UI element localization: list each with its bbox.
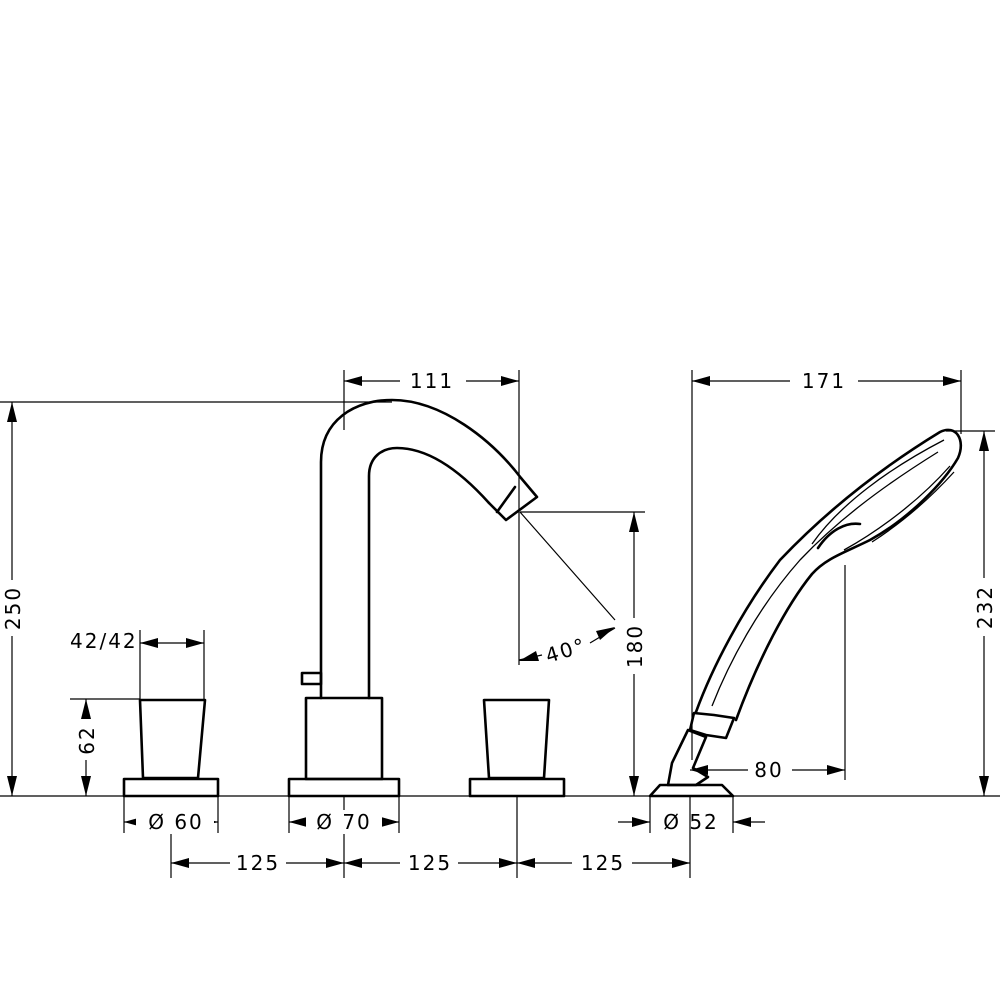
dim-180: 180 <box>623 512 647 796</box>
label-171: 171 <box>802 369 846 393</box>
dim-40-deg: 40° <box>518 627 616 668</box>
label-232: 232 <box>973 585 997 629</box>
dim-dia-52: Ø 52 <box>618 810 765 834</box>
spout <box>287 398 539 798</box>
dim-80: 80 <box>690 758 845 782</box>
dim-dia-70: Ø 70 <box>289 810 399 834</box>
label-250: 250 <box>1 586 25 630</box>
label-dia-60: Ø 60 <box>148 810 204 834</box>
dim-111: 111 <box>344 369 519 393</box>
dim-62: 62 <box>75 699 99 796</box>
label-125-c: 125 <box>581 851 625 875</box>
label-dia-52: Ø 52 <box>663 810 719 834</box>
dim-250: 250 <box>1 402 25 796</box>
left-handle <box>122 698 220 798</box>
dim-232: 232 <box>973 431 997 796</box>
dim-125-c: 125 <box>517 851 690 875</box>
label-40-deg: 40° <box>543 633 590 668</box>
extension-lines <box>0 370 995 878</box>
label-62: 62 <box>75 725 99 754</box>
dim-42-42: 42/42 <box>70 629 204 653</box>
right-handle <box>468 698 566 798</box>
label-80: 80 <box>754 758 783 782</box>
label-180: 180 <box>623 624 647 668</box>
hand-shower <box>648 428 963 798</box>
label-111: 111 <box>410 369 454 393</box>
label-42-42: 42/42 <box>70 629 138 653</box>
label-125-b: 125 <box>408 851 452 875</box>
label-125-a: 125 <box>236 851 280 875</box>
dim-dia-60: Ø 60 <box>124 810 218 834</box>
dim-171: 171 <box>692 369 961 393</box>
label-dia-70: Ø 70 <box>316 810 372 834</box>
dim-125-a: 125 <box>171 851 344 875</box>
dim-125-b: 125 <box>344 851 517 875</box>
